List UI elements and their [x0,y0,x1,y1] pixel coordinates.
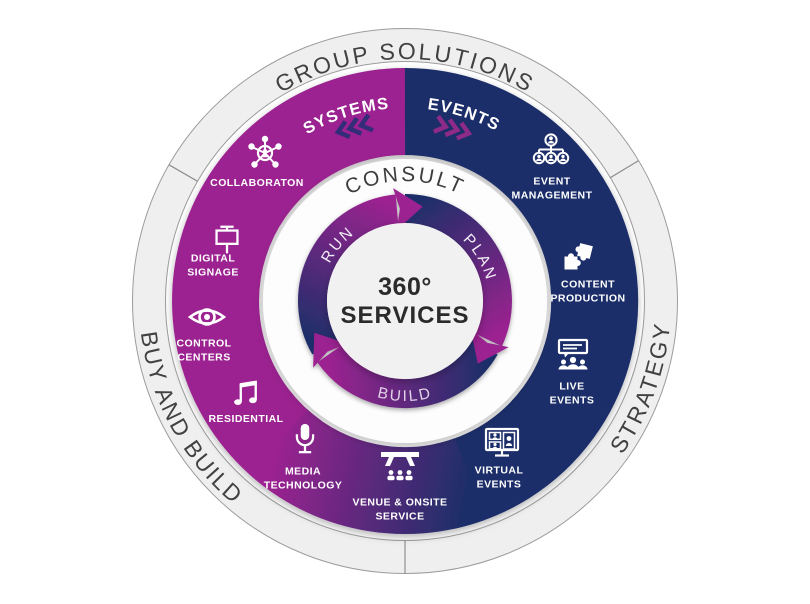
item-label-media-technology: MEDIA TECHNOLOGY [263,465,343,491]
ring-divider-left [168,164,198,182]
item-label-venue-onsite-service: VENUE & ONSITE SERVICE [352,496,448,522]
arrowhead-top-icon [393,188,423,230]
run-arrow-segment [298,194,399,355]
center-circle [327,223,483,379]
outer-ring [132,28,678,574]
ring-divider-right [609,160,639,179]
item-label-content-production: CONTENT PRODUCTION [550,278,626,304]
build-arrow-segment [317,339,498,408]
events-sector [404,68,639,529]
chevrons-left-icon [334,113,374,140]
item-label-control-centers: CONTROL CENTERS [176,337,232,363]
center-title: 360° SERVICES [341,273,470,329]
center-value: 360° [378,272,432,301]
center-label: SERVICES [340,301,470,329]
chevrons-right-icon [432,115,473,141]
build-arc-label: BUILD [376,385,434,406]
item-label-collaboration: COLLABORATON [210,177,304,190]
sector-blend [249,408,485,534]
item-label-event-management: EVENT MANAGEMENT [511,175,593,201]
item-label-residential: RESIDENTIAL [208,413,284,426]
item-label-live-events: LIVE EVENTS [549,380,595,406]
cycle-arrow-ring [298,188,512,408]
item-label-digital-signage: DIGITAL SIGNAGE [187,252,239,278]
item-label-virtual-events: VIRTUAL EVENTS [474,464,524,490]
plan-arrow-segment [404,194,512,347]
arrowhead-right-icon [470,329,509,364]
